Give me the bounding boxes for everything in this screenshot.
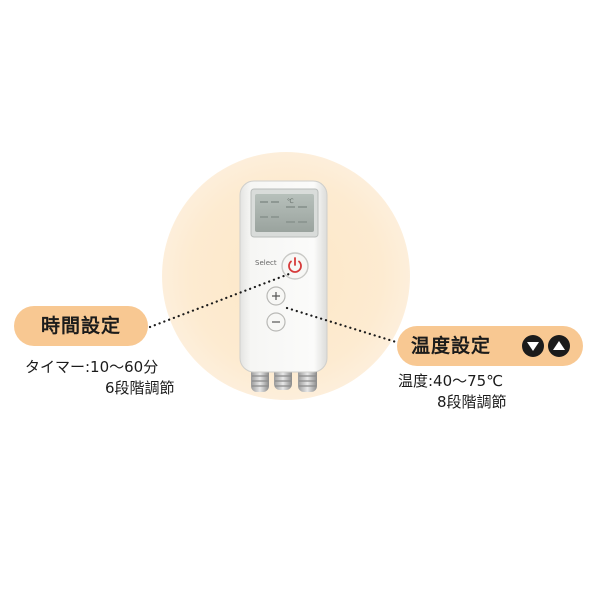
down-triangle-icon	[522, 335, 544, 357]
leader-line-time	[148, 272, 291, 329]
temp-arrow-icons	[522, 335, 570, 357]
time-setting-label: 時間設定	[14, 306, 148, 346]
select-label: Select	[255, 259, 277, 267]
up-triangle-icon	[548, 335, 570, 357]
lcd-segments	[260, 201, 307, 223]
minus-button[interactable]	[266, 312, 286, 332]
plus-icon	[272, 292, 280, 300]
timer-range-text: タイマー:10〜60分	[25, 358, 159, 376]
lcd-screen	[255, 194, 314, 232]
temp-steps-text: 8段階調節	[437, 393, 507, 411]
power-icon	[288, 260, 302, 273]
temp-range-text: 温度:40〜75℃	[398, 372, 504, 390]
lcd-unit: ℃	[287, 198, 294, 205]
plus-button[interactable]	[266, 286, 286, 306]
temp-setting-title: 温度設定	[411, 335, 492, 357]
power-button[interactable]	[281, 252, 309, 280]
temp-setting-label: 温度設定	[397, 326, 583, 366]
leader-line-temp	[285, 306, 398, 344]
timer-steps-text: 6段階調節	[105, 379, 175, 397]
time-setting-title: 時間設定	[40, 315, 121, 337]
